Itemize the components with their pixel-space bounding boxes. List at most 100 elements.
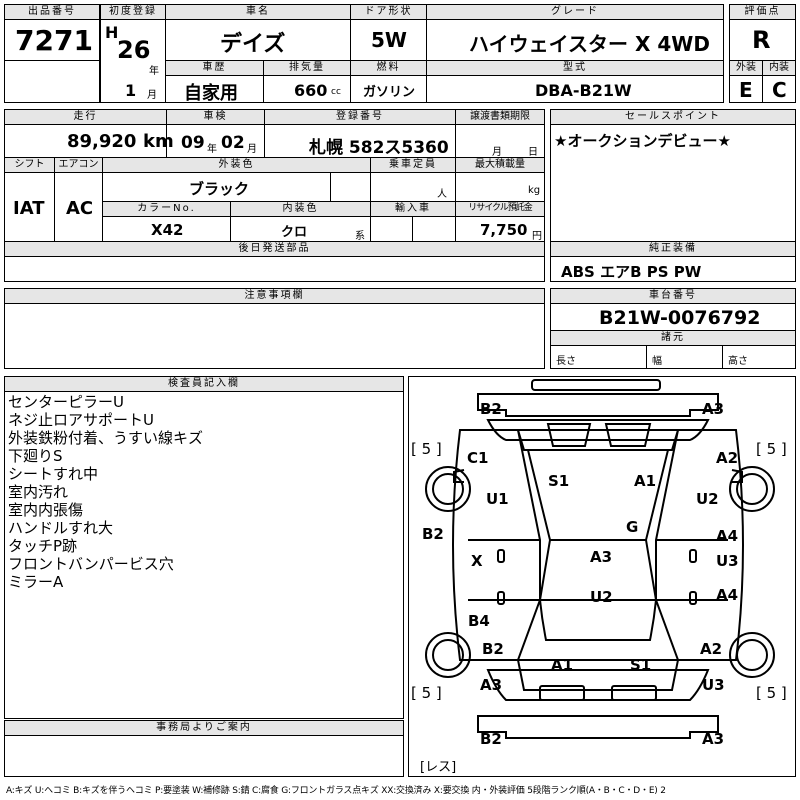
legend: A:キズ U:ヘコミ B:キズを伴うヘコミ P:要塗装 W:補修跡 S:錆 C:…	[6, 786, 666, 796]
recycle-fee: 7,750	[480, 221, 528, 239]
damage-mark: B2	[482, 640, 504, 658]
int-color-label: 内装色	[230, 201, 371, 217]
damage-mark: G	[626, 518, 639, 536]
damage-mark: A4	[716, 527, 739, 545]
score-label: 評価点	[729, 4, 796, 20]
fuel: ガソリン	[363, 85, 416, 100]
import-cell-b	[412, 216, 456, 242]
lot-number-cell: 7271	[4, 19, 100, 61]
lot-blank-cell	[4, 60, 100, 103]
capacity-unit: 人	[437, 189, 447, 200]
lot-number: 7271	[15, 24, 93, 57]
mileage: 89,920	[67, 131, 137, 152]
note-line: フロントバンパービス穴	[8, 555, 174, 573]
load-label: 最大積載量	[455, 157, 545, 173]
car-diagram	[425, 379, 775, 739]
int-color-cell: クロ 系	[230, 216, 371, 242]
model-cell: DBA-B21W	[426, 75, 724, 103]
transfer-day-unit: 日	[528, 147, 538, 158]
inspector-notes: センターピラーU ネジ止ロアサポートU 外装鉄粉付着、うすい線キズ 下廻りS シ…	[8, 393, 203, 591]
tire-front-left: [ 5 ]	[411, 440, 442, 458]
note-line: 下廻りS	[8, 447, 63, 465]
inspection-cell: 09 年 02 月	[166, 124, 265, 158]
chassis-label: 車台番号	[550, 288, 796, 304]
equipment-cell: ABS エアB PS PW	[550, 256, 796, 282]
door-cell: 5W	[350, 19, 427, 61]
damage-mark: U3	[702, 676, 725, 694]
chassis-cell: B21W-0076792	[550, 303, 796, 331]
sales-cell: ★オークションデビュー★	[550, 124, 796, 242]
capacity-cell: 人	[370, 172, 456, 202]
import-cell-a	[370, 216, 413, 242]
damage-mark: U2	[696, 490, 719, 508]
ext-cell: E	[729, 75, 763, 103]
disp-cell: 660 cc	[263, 75, 351, 103]
recycle-label: リサイクル預託金	[455, 201, 545, 217]
model-label: 型式	[426, 60, 724, 76]
spare-tire: [レス]	[420, 760, 457, 775]
color-no: X42	[151, 221, 184, 239]
damage-mark: B2	[422, 525, 444, 543]
ext-label: 外装	[729, 60, 763, 76]
damage-mark: B2	[480, 730, 502, 748]
mileage-cell: 89,920 km	[4, 124, 174, 158]
plate-cell: 札幌 582ス5360	[264, 124, 456, 158]
air-conditioner: AC	[66, 198, 94, 219]
color-cell: ブラック	[102, 172, 331, 202]
shift-label: シフト	[4, 157, 55, 173]
year-unit: 年	[149, 66, 159, 77]
damage-mark: A1	[551, 656, 574, 674]
damage-mark: U2	[590, 588, 613, 606]
grade-label: グレード	[426, 4, 724, 20]
later-parts-cell	[4, 256, 545, 282]
length-cell: 長さ	[550, 345, 647, 369]
insp-month-unit: 月	[247, 144, 257, 155]
disp-label: 排気量	[263, 60, 351, 76]
note-line: 外装鉄粉付着、うすい線キズ	[8, 429, 204, 447]
history-label: 車歴	[165, 60, 264, 76]
int-color-unit: 系	[355, 231, 365, 242]
note-line: ネジ止ロアサポートU	[8, 411, 154, 429]
disp-unit: cc	[331, 87, 341, 97]
tire-front-right: [ 5 ]	[756, 440, 787, 458]
damage-mark: A2	[716, 449, 739, 467]
displacement: 660	[294, 81, 328, 100]
color-extra-cell	[330, 172, 371, 202]
door-type: 5W	[371, 28, 407, 52]
ac-label: エアコン	[54, 157, 103, 173]
shift-cell: IAT	[4, 172, 55, 242]
damage-mark: X	[471, 552, 483, 570]
car-name: デイズ	[220, 32, 286, 57]
office-cell	[4, 735, 404, 777]
ac-cell: AC	[54, 172, 103, 242]
inspection-label: 車検	[166, 109, 265, 125]
sales-point: ★オークションデビュー★	[554, 132, 731, 150]
damage-mark: U3	[716, 552, 739, 570]
transfer-cell: 月 日	[455, 124, 545, 158]
score-cell: R	[729, 19, 796, 61]
note-line: ミラーA	[8, 573, 64, 591]
damage-mark: A3	[480, 676, 503, 694]
lot-label: 出品番号	[4, 4, 100, 20]
damage-mark: A2	[700, 640, 723, 658]
ext-grade: E	[739, 78, 753, 102]
damage-mark: A1	[634, 472, 657, 490]
equipment: ABS エアB PS PW	[561, 263, 702, 281]
later-parts-label: 後日発送部品	[4, 241, 545, 257]
inspector-cell	[4, 391, 404, 719]
height-label: 高さ	[728, 356, 748, 367]
exterior-color: ブラック	[189, 180, 250, 198]
name-label: 車名	[165, 4, 351, 20]
width-label: 幅	[652, 356, 662, 367]
history-cell: 自家用	[165, 75, 264, 104]
transfer-label: 譲渡書類期限	[455, 109, 545, 125]
color-label: 外装色	[102, 157, 371, 173]
damage-mark: U1	[486, 490, 509, 508]
note-line: センターピラーU	[8, 393, 124, 411]
tire-rear-right: [ 5 ]	[756, 684, 787, 702]
damage-mark: A3	[590, 548, 613, 566]
plate-label: 登録番号	[264, 109, 456, 125]
fuel-cell: ガソリン	[350, 75, 427, 103]
sales-label: セールスポイント	[550, 109, 796, 125]
insp-year: 09	[181, 133, 205, 153]
